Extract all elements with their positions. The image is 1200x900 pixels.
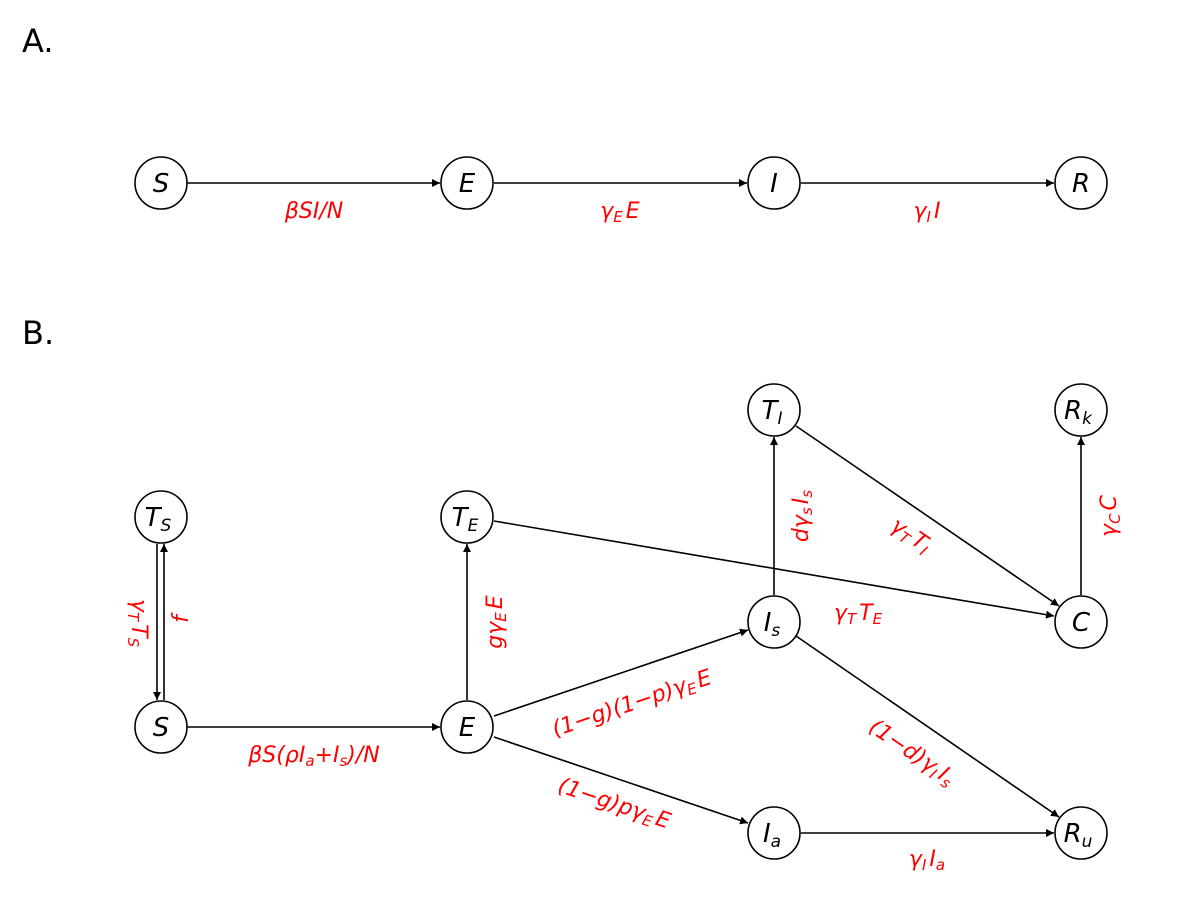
node-b-c: C: [1054, 595, 1108, 649]
svg-text:C: C: [1072, 608, 1091, 638]
svg-text:S: S: [153, 169, 170, 199]
rate-b-is-ti: dγsIs: [789, 490, 816, 542]
svg-text:E: E: [459, 169, 476, 199]
node-b-ts: TS: [134, 490, 188, 544]
rate-a-s-e: βSI/N: [284, 199, 343, 224]
svg-text:TE: TE: [452, 503, 479, 536]
svg-text:Ia: Ia: [763, 819, 781, 852]
rate-b-c-rk: γCC: [1097, 494, 1124, 537]
node-a-e: E: [440, 156, 494, 210]
node-b-e: E: [440, 700, 494, 754]
svg-text:TS: TS: [145, 503, 172, 536]
rate-b-s-e: βS(ρIa+Is)/N: [247, 743, 379, 770]
node-b-s: S: [134, 700, 188, 754]
edge-b-e-ia: [493, 736, 749, 825]
edge-b-ti-c: [795, 425, 1060, 607]
svg-text:TI: TI: [762, 396, 783, 429]
svg-text:I: I: [770, 169, 778, 199]
svg-text:E: E: [459, 713, 476, 743]
rate-b-s-ts: f: [169, 612, 194, 623]
svg-text:R: R: [1072, 169, 1090, 199]
rate-b-ts-s: γTTS: [124, 599, 151, 648]
rate-b-e-te: gγEE: [483, 595, 510, 648]
panel-label-b: B.: [22, 314, 54, 352]
node-b-ti: TI: [747, 383, 801, 437]
svg-text:S: S: [153, 713, 170, 743]
rate-b-e-is: (1−g)(1−p)γEE: [549, 665, 716, 744]
edge-b-te-c: [493, 520, 1055, 619]
node-a-r: R: [1054, 156, 1108, 210]
node-b-rk: Rk: [1054, 383, 1108, 437]
node-a-i: I: [747, 156, 801, 210]
svg-text:Rk: Rk: [1064, 396, 1093, 429]
edge-b-is-ru: [795, 635, 1060, 818]
rate-b-e-ia: (1−g)pγEE: [554, 773, 674, 836]
rate-b-is-ru: (1−d)γIIs: [863, 714, 959, 792]
node-b-is: Is: [747, 595, 801, 649]
svg-text:Is: Is: [764, 608, 781, 641]
rate-b-ti-c: γTTI: [885, 513, 936, 560]
node-b-te: TE: [440, 490, 494, 544]
panel-label-a: A.: [22, 22, 54, 60]
node-b-ru: Ru: [1054, 806, 1108, 860]
node-b-ia: Ia: [747, 806, 801, 860]
edge-b-e-is: [493, 628, 749, 717]
node-a-s: S: [134, 156, 188, 210]
svg-text:Ru: Ru: [1064, 819, 1093, 852]
model-b: TS S TE E TI Is Ia Rk: [124, 383, 1124, 874]
